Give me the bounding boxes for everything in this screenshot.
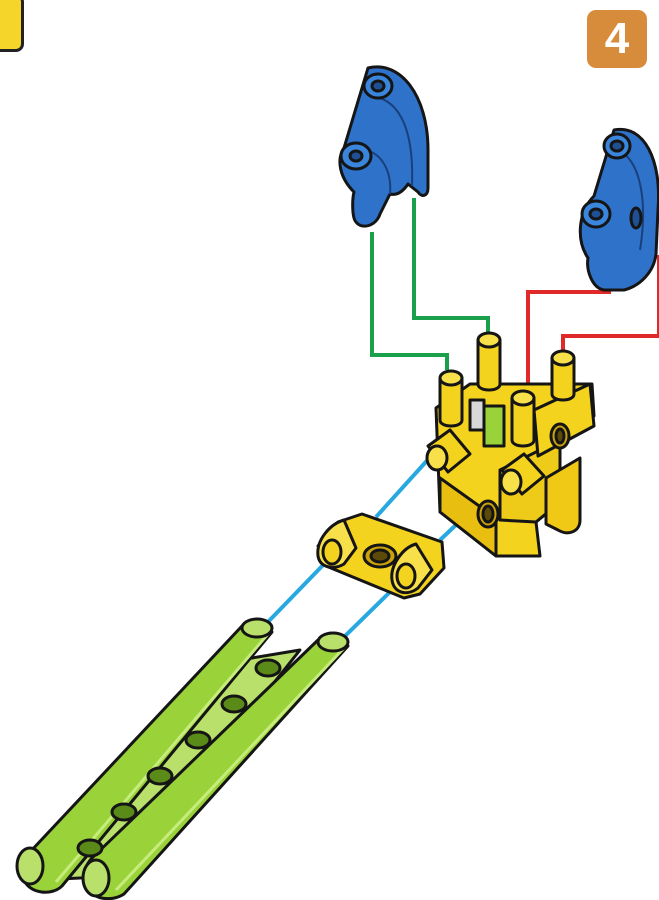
yellow-pin-block: [427, 333, 594, 556]
cyan-guide-left: [376, 454, 433, 517]
green-guide-left: [372, 232, 447, 370]
yellow-double-connector: [318, 514, 444, 598]
blue-curved-arm-right: [580, 129, 658, 290]
green-double-rod: [17, 619, 348, 899]
cyan-guide-left-2: [266, 562, 326, 624]
cyan-guide-right-2: [343, 590, 392, 638]
green-guide-right: [414, 198, 488, 335]
